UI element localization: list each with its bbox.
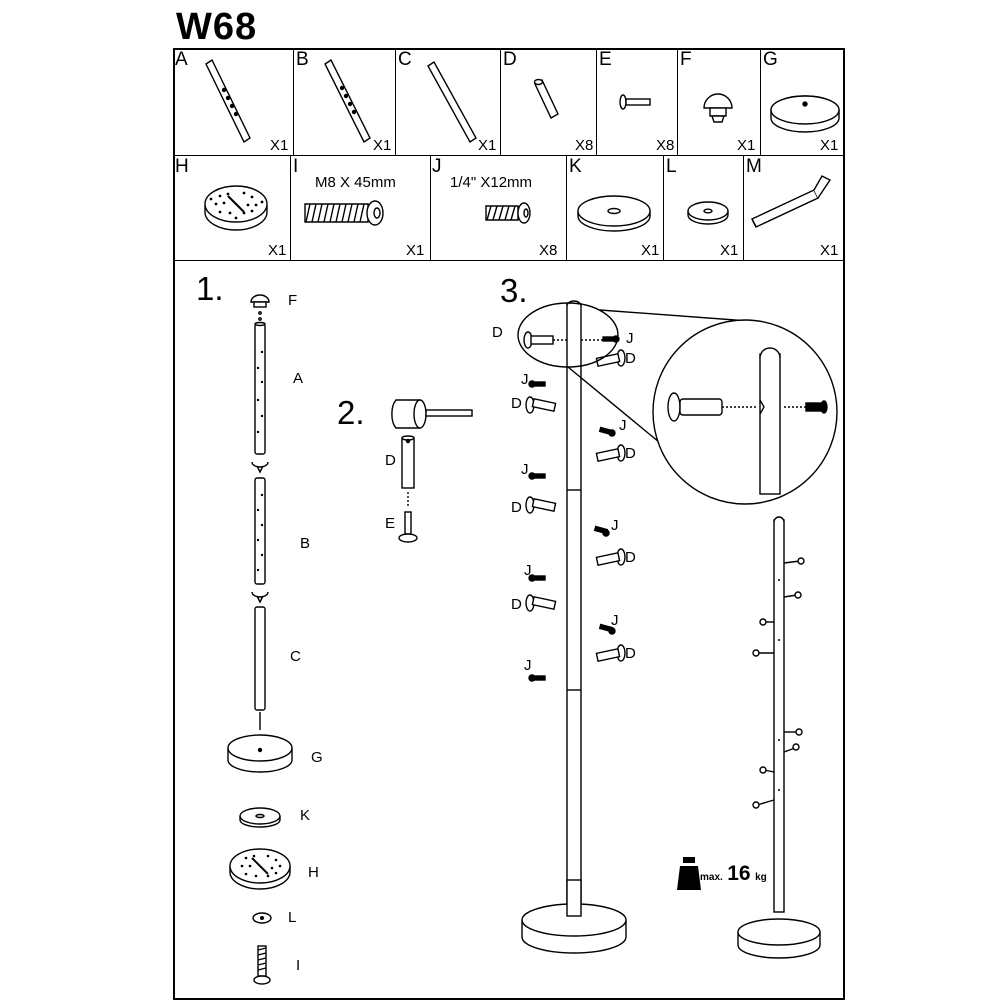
part-qty-c: X1	[478, 137, 497, 154]
part-l-washer-illustration	[687, 201, 729, 225]
max-weight-value: 16	[727, 862, 751, 885]
grid-line	[395, 48, 396, 155]
step3-main-assembly	[521, 300, 627, 954]
step2-label-e: E	[385, 515, 396, 532]
part-letter-h: H	[175, 156, 189, 177]
part-qty-a: X1	[270, 137, 289, 154]
part-h-plate-illustration	[204, 185, 268, 231]
part-letter-c: C	[398, 49, 412, 70]
grid-line	[293, 48, 294, 155]
part-qty-m: X1	[820, 242, 839, 259]
part-qty-j: X8	[539, 242, 558, 259]
max-weight-prefix: max.	[700, 872, 723, 883]
part-b-tube-illustration	[324, 58, 371, 144]
step1-label-a: A	[293, 370, 304, 387]
max-weight-unit: kg	[755, 872, 767, 883]
step1-label-h: H	[308, 864, 319, 881]
step1-label-i: I	[296, 957, 301, 974]
part-f-knob-illustration	[703, 93, 733, 123]
part-qty-k: X1	[641, 242, 660, 259]
part-letter-m: M	[746, 156, 762, 177]
part-letter-b: B	[296, 49, 309, 70]
part-letter-d: D	[503, 49, 517, 70]
step1-label-g: G	[311, 749, 323, 766]
grid-line	[173, 260, 845, 261]
grid-line	[290, 155, 291, 260]
part-d-peg-illustration	[533, 78, 559, 119]
part-letter-l: L	[666, 156, 677, 177]
step3-detail-magnifier	[517, 302, 838, 505]
step1-label-c: C	[290, 648, 301, 665]
step3-label-d: D	[625, 445, 636, 462]
part-letter-f: F	[680, 49, 692, 70]
part-i-bolt-illustration	[304, 200, 384, 226]
part-letter-g: G	[763, 49, 778, 70]
step3-label-j: J	[524, 657, 532, 674]
grid-line	[760, 48, 761, 155]
step3-label-d: D	[511, 499, 522, 516]
max-weight-label: max. 16 kg	[700, 862, 767, 886]
finished-stand-view	[737, 516, 821, 959]
grid-line	[677, 48, 678, 155]
step3-label-d: D	[511, 596, 522, 613]
step3-label-j: J	[521, 371, 529, 388]
step3-label-d: D	[625, 645, 636, 662]
grid-line	[430, 155, 431, 260]
part-letter-e: E	[599, 49, 612, 70]
part-letter-k: K	[569, 156, 582, 177]
part-qty-l: X1	[720, 242, 739, 259]
part-spec-j: 1/4" X12mm	[450, 174, 533, 191]
step3-label-j: J	[611, 517, 619, 534]
grid-line	[500, 48, 501, 155]
part-qty-g: X1	[820, 137, 839, 154]
step3-label-j: J	[521, 461, 529, 478]
step3-label-j: J	[619, 417, 627, 434]
part-a-tube-illustration	[205, 58, 251, 144]
grid-line	[596, 48, 597, 155]
step3-label-d: D	[625, 549, 636, 566]
grid-line	[173, 155, 845, 156]
part-j-bolt-illustration	[485, 202, 531, 224]
part-qty-b: X1	[373, 137, 392, 154]
step2-hammer-view	[391, 399, 473, 543]
part-m-allen-key-illustration	[751, 175, 832, 228]
step3-label-d: D	[625, 350, 636, 367]
instruction-sheet-frame	[173, 48, 845, 1000]
step3-label-d: D	[511, 395, 522, 412]
part-c-tube-illustration	[427, 60, 477, 144]
part-qty-h: X1	[268, 242, 287, 259]
step1-label-b: B	[300, 535, 311, 552]
step3-label-d: D	[492, 324, 503, 341]
part-letter-i: I	[293, 156, 299, 177]
step1-label-f: F	[288, 292, 298, 309]
part-k-washer-illustration	[577, 195, 651, 232]
part-letter-a: A	[175, 49, 188, 70]
part-spec-i: M8 X 45mm	[315, 174, 396, 191]
part-g-base-illustration	[770, 95, 840, 133]
part-qty-f: X1	[737, 137, 756, 154]
part-e-screw-illustration	[619, 94, 651, 110]
grid-line	[743, 155, 744, 260]
grid-line	[663, 155, 664, 260]
part-qty-d: X8	[575, 137, 594, 154]
weight-icon	[677, 857, 701, 890]
step2-label-d: D	[385, 452, 396, 469]
step1-label-l: L	[288, 909, 297, 926]
model-title: W68	[176, 6, 258, 48]
step3-label-j: J	[626, 330, 634, 347]
step-number-3: 3.	[500, 272, 528, 309]
step1-exploded-view	[227, 294, 293, 985]
part-qty-i: X1	[406, 242, 425, 259]
step-number-1: 1.	[196, 270, 224, 307]
step-number-2: 2.	[337, 394, 365, 431]
grid-line	[566, 155, 567, 260]
step3-label-j: J	[524, 562, 532, 579]
step1-label-k: K	[300, 807, 311, 824]
step3-label-j: J	[611, 612, 619, 629]
part-letter-j: J	[432, 156, 442, 177]
part-qty-e: X8	[656, 137, 675, 154]
